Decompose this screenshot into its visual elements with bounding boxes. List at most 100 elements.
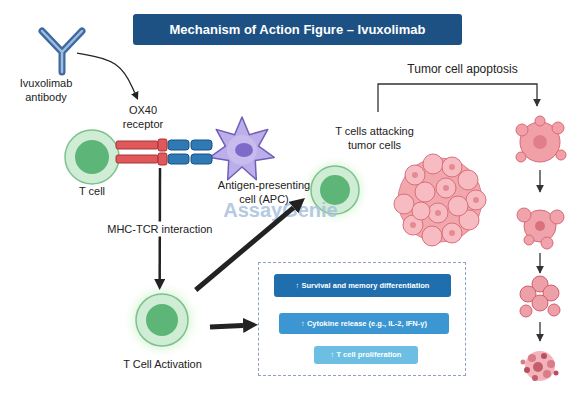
tumor-cell: [436, 178, 456, 198]
ox40-bar: [116, 141, 158, 149]
apoptotic-body: [520, 305, 532, 317]
tumor-cell: [428, 203, 448, 223]
effect-text: ↑ Cytokine release (e.g., IL-2, IFN-γ): [301, 313, 427, 334]
ligand-bar: [191, 154, 212, 164]
effect-text: ↑ Survival and memory differentiation: [296, 274, 430, 297]
tumor-cell: [412, 202, 430, 220]
title-layer: Mechanism of Action Figure – Ivuxolimab: [0, 0, 571, 60]
tumor-cluster: [394, 154, 486, 246]
node-label: T cells attacking tumor cells: [327, 124, 422, 152]
cell-bleb: [516, 124, 528, 136]
tumor-cell: [394, 194, 414, 214]
apc-nucleus: [235, 143, 253, 157]
apoptosis-stage: [517, 208, 564, 249]
tumor-cell: [442, 223, 462, 243]
debris-halo: [525, 351, 555, 381]
activated-t-cell: [122, 280, 202, 360]
apoptotic-body: [548, 304, 560, 316]
debris-fragment: [554, 371, 559, 376]
debris-fragment: [533, 362, 543, 372]
cell-bleb: [517, 208, 531, 222]
apc-body: [210, 117, 274, 180]
connector-arrow: [77, 53, 135, 93]
ox40-knob: [158, 153, 167, 165]
cell-bleb: [556, 150, 566, 160]
t-cell: [65, 130, 119, 184]
effect-pill: ↑ T cell proliferation: [314, 346, 418, 364]
debris-fragment: [541, 353, 547, 359]
apoptotic-body: [532, 295, 548, 311]
cell-nucleus: [533, 135, 547, 149]
effect-text: ↑ T cell proliferation: [331, 346, 402, 364]
t-cell-node: T cell: [62, 128, 122, 200]
apoptosis-stage: [516, 116, 566, 162]
cell-bleb: [541, 237, 553, 249]
cell-bleb: [550, 210, 564, 224]
ligand-bar: [168, 140, 189, 150]
receptor-symbol: [116, 139, 212, 165]
ligand-bar: [191, 140, 212, 150]
apc-cell: [210, 117, 274, 180]
tumor-nucleus: [435, 210, 441, 216]
cell-bleb: [524, 235, 534, 245]
node-label: T Cell Activation: [115, 357, 210, 371]
debris-fragment: [524, 367, 530, 373]
tumor-nucleus: [473, 197, 479, 203]
antibody-symbol: [42, 31, 82, 72]
apoptosis-stage: [520, 276, 560, 317]
connector-arrow: [158, 168, 161, 279]
tumor-nucleus: [449, 164, 455, 170]
tumor-cell: [448, 196, 468, 216]
process-label: Tumor cell apoptosis: [400, 63, 525, 77]
antibody-core: [42, 31, 82, 72]
effect-pill: ↑ Survival and memory differentiation: [274, 274, 451, 297]
debris-fragment: [532, 375, 538, 381]
node-label: Ivuxolimab antibody: [15, 76, 77, 104]
t-cell-nucleus: [75, 140, 109, 174]
apc-cytoplasm: [227, 135, 257, 165]
antibody-outline: [42, 31, 82, 72]
stage-arrow: [539, 253, 540, 273]
cell-bleb: [516, 152, 526, 162]
activation-glow: [122, 280, 202, 360]
t-cell-nucleus: [146, 304, 178, 336]
ox40-knob: [158, 139, 167, 151]
ligand-bar: [168, 154, 189, 164]
t-cell-body: [136, 294, 188, 346]
t-cell-body: [65, 130, 119, 184]
activation-node: T Cell Activation: [115, 290, 210, 376]
tumor-cell: [415, 182, 435, 202]
node-label: OX40 receptor: [118, 103, 168, 131]
title-banner: Mechanism of Action Figure – Ivuxolimab: [133, 14, 462, 45]
edge-label: MHC-TCR interaction: [104, 222, 215, 237]
connector-arrow: [210, 325, 243, 327]
tumor-cell: [458, 170, 478, 190]
cell-debris: [521, 351, 559, 381]
effect-pill: ↑ Cytokine release (e.g., IL-2, IFN-γ): [279, 313, 449, 334]
tumor-cell: [442, 157, 462, 177]
debris-fragment: [528, 354, 536, 362]
stage-arrow: [539, 170, 540, 192]
tumor-attack-node: T cells attacking tumor cells: [305, 120, 495, 250]
cell-bleb: [535, 116, 545, 126]
debris-fragment: [543, 370, 551, 378]
apc-node: Antigen-presenting cell (APC): [212, 112, 316, 209]
cell-nucleus: [535, 221, 545, 231]
apoptosis-bracket: [378, 84, 537, 112]
tumor-nucleus: [410, 222, 416, 228]
tumor-cell: [466, 190, 486, 210]
debris-fragment: [521, 360, 526, 365]
tumor-nucleus: [412, 172, 418, 178]
node-label: Antigen-presenting cell (APC): [212, 178, 316, 206]
debris-fragment: [547, 360, 555, 368]
receptor-node: OX40 receptor: [118, 100, 218, 168]
cell-bleb: [552, 122, 564, 134]
effects-box: ↑ Survival and memory differentiation ↑ C…: [258, 262, 466, 376]
tumor-nucleus: [443, 185, 449, 191]
tumor-cell: [422, 226, 442, 246]
antibody-node: Ivuxolimab antibody: [15, 28, 77, 100]
ox40-bar: [116, 155, 158, 163]
stage-arrow: [539, 322, 540, 341]
